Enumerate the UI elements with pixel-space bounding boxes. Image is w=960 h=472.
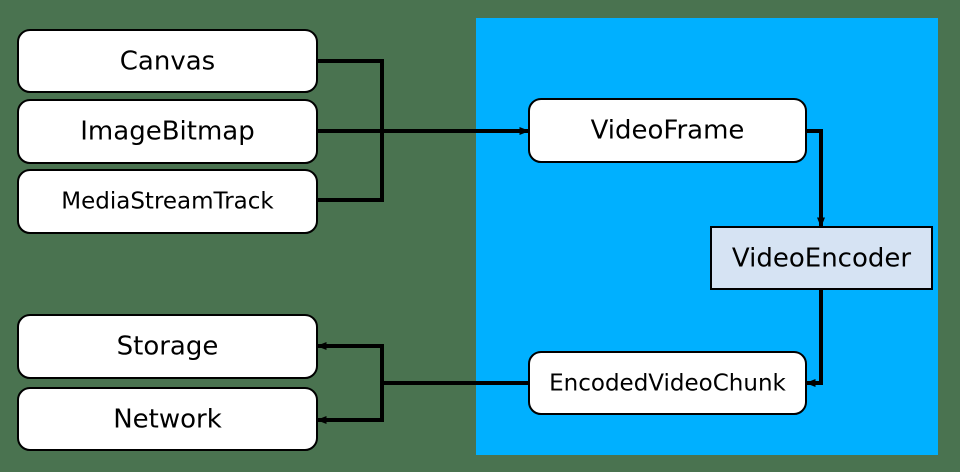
edge-videoframe-to-videoencoder bbox=[806, 129, 825, 228]
node-videoencoder[interactable]: VideoEncoder bbox=[710, 226, 933, 290]
node-canvas-label: Canvas bbox=[120, 47, 215, 77]
node-encodedvideochunk[interactable]: EncodedVideoChunk bbox=[528, 351, 807, 415]
node-videoframe[interactable]: VideoFrame bbox=[528, 98, 807, 163]
node-videoframe-label: VideoFrame bbox=[591, 116, 745, 146]
node-mediastreamtrack-label: MediaStreamTrack bbox=[61, 189, 274, 215]
node-encodedvideochunk-label: EncodedVideoChunk bbox=[549, 371, 786, 397]
node-storage-label: Storage bbox=[117, 332, 219, 362]
node-network[interactable]: Network bbox=[17, 387, 318, 451]
node-canvas[interactable]: Canvas bbox=[17, 29, 318, 93]
node-imagebitmap[interactable]: ImageBitmap bbox=[17, 99, 318, 164]
edge-videoencoder-to-encodedvideochunk bbox=[805, 289, 823, 387]
node-imagebitmap-label: ImageBitmap bbox=[80, 117, 254, 147]
edge-sources-to-videoframe bbox=[317, 59, 530, 202]
node-mediastreamtrack[interactable]: MediaStreamTrack bbox=[17, 169, 318, 234]
node-videoencoder-label: VideoEncoder bbox=[732, 244, 911, 274]
node-network-label: Network bbox=[113, 405, 222, 435]
edge-encodedvideochunk-to-sinks bbox=[316, 342, 529, 424]
node-storage[interactable]: Storage bbox=[17, 314, 318, 379]
